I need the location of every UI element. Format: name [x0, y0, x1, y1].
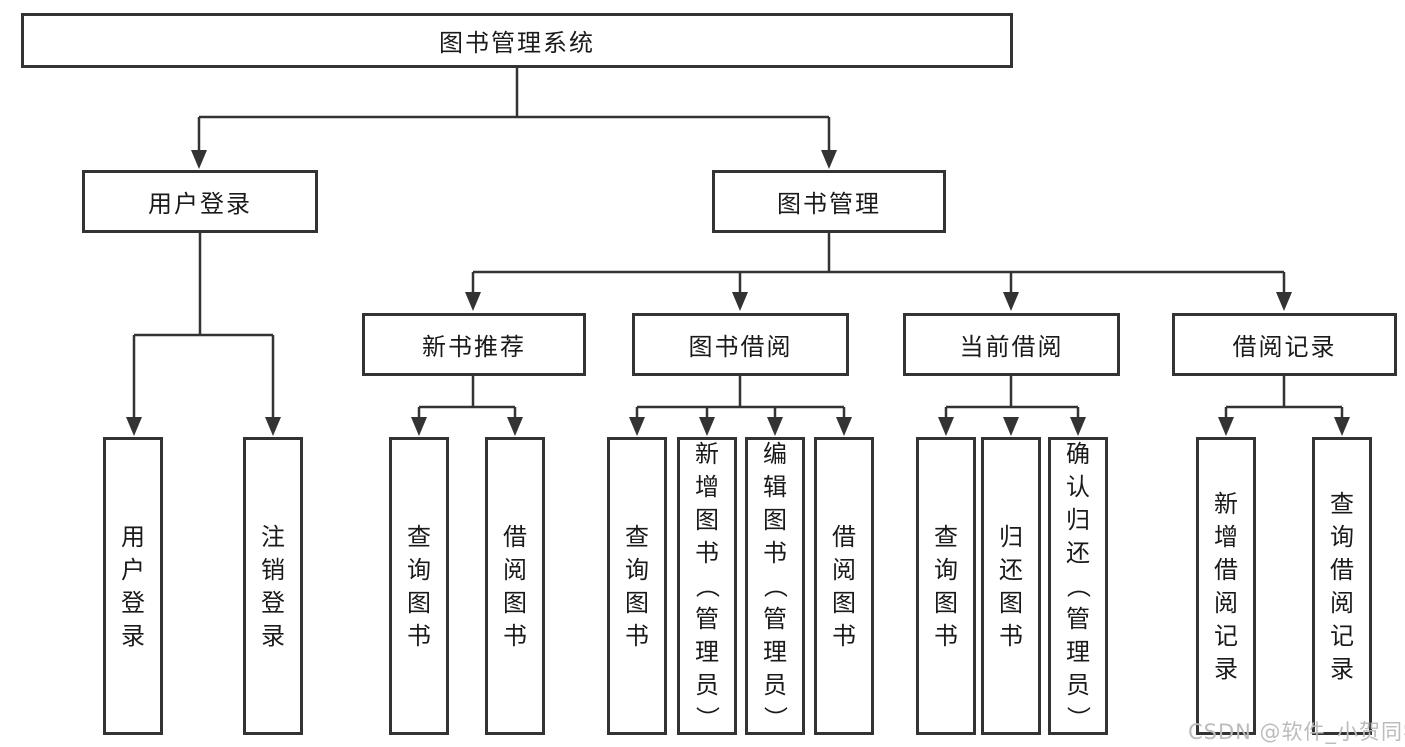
csdn-watermark: CSDN @软件_小贺同学: [1188, 720, 1405, 744]
node-user-login: 用户登录: [82, 170, 318, 233]
node-current-borrowing: 当前借阅: [903, 313, 1120, 376]
leaf-borrow-book: 借阅图书: [814, 437, 874, 735]
node-book-borrowing: 图书借阅: [632, 313, 849, 376]
leaf-user-login: 用户登录: [103, 437, 163, 735]
leaf-query-book-current: 查询图书: [916, 437, 976, 735]
leaf-query-book-recommend: 查询图书: [389, 437, 449, 735]
leaf-logout-login: 注销登录: [243, 437, 303, 735]
node-new-book-recommendation: 新书推荐: [362, 313, 586, 376]
node-root-system: 图书管理系统: [21, 13, 1013, 68]
leaf-add-book-admin: 新增图书（管理员）: [677, 437, 737, 735]
leaf-add-borrow-record: 新增借阅记录: [1196, 437, 1256, 735]
leaf-return-book: 归还图书: [981, 437, 1041, 735]
leaf-borrow-book-recommend: 借阅图书: [485, 437, 545, 735]
node-book-management: 图书管理: [712, 170, 946, 233]
leaf-confirm-return-admin: 确认归还（管理员）: [1048, 437, 1108, 735]
node-borrowing-records: 借阅记录: [1172, 313, 1397, 376]
leaf-edit-book-admin: 编辑图书（管理员）: [745, 437, 805, 735]
leaf-query-book-borrowing: 查询图书: [607, 437, 667, 735]
leaf-query-borrow-record: 查询借阅记录: [1312, 437, 1372, 735]
